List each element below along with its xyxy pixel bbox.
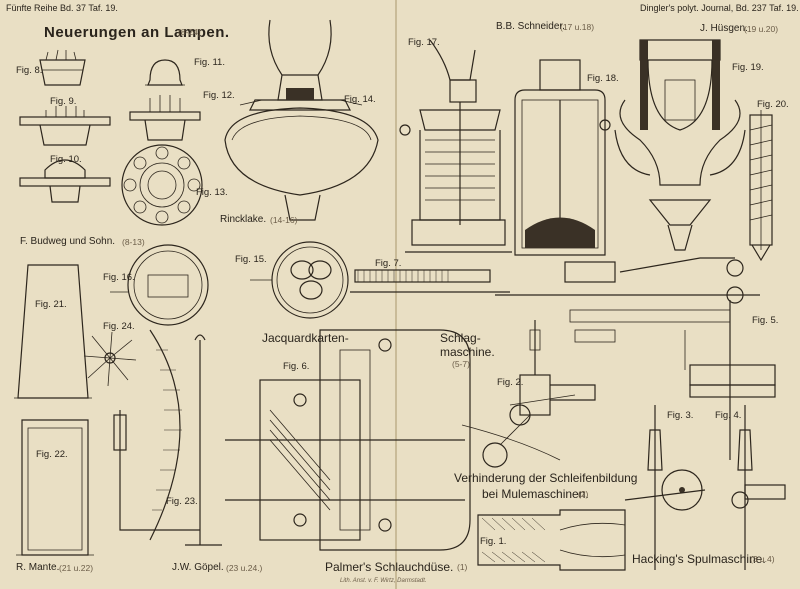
fig22-drawing: [16, 419, 94, 556]
fig21-drawing: [14, 264, 92, 399]
fig7-drawing: [350, 269, 510, 293]
title-schlag-ref: (5-7): [452, 359, 470, 369]
title-schlag-2: maschine.: [440, 345, 495, 359]
name-mante: R. Mante.: [16, 562, 60, 573]
name-rincklake-ref: (14-16): [270, 215, 298, 225]
fig3-drawing: [624, 405, 706, 570]
title-verhinderung-2: bei Mulemaschinen.: [482, 487, 589, 501]
fig9-drawing: [19, 106, 111, 146]
fig4-drawing: [731, 405, 786, 570]
fig-label-10: Fig. 10.: [50, 154, 82, 165]
fig12-drawing: [129, 95, 201, 141]
fig20-drawing: [749, 110, 773, 262]
title-palmer-ref: (1): [457, 562, 468, 572]
fig10-drawing: [19, 159, 111, 203]
imprint: Lith. Anst. v. F. Wirtz, Darmstadt.: [340, 578, 427, 584]
name-budweg: F. Budweg und Sohn.: [20, 236, 116, 247]
title-hacking-ref: (3 u.4): [750, 554, 775, 564]
title-palmer: Palmer's Schlauchdüse.: [325, 560, 454, 574]
fig-label-12: Fig. 12.: [203, 90, 235, 101]
name-budweg-ref: (8-13): [122, 237, 145, 247]
fig8-drawing: [39, 49, 86, 86]
header-left: Fünfte Reihe Bd. 37 Taf. 19.: [6, 3, 118, 13]
fig-label-1: Fig. 1.: [480, 536, 507, 547]
fig16-drawing: [110, 244, 209, 326]
fig-label-21: Fig. 21.: [35, 299, 67, 310]
title-lamps-ref: (8-24): [178, 27, 201, 37]
fig-label-24: Fig. 24.: [103, 321, 135, 332]
name-husgen-ref: (19 u.20): [744, 24, 779, 34]
fig24-drawing: [83, 331, 137, 387]
fig-label-9: Fig. 9.: [50, 96, 77, 107]
title-jacquard: Jacquardkarten-: [262, 331, 349, 345]
fig-label-19: Fig. 19.: [732, 62, 764, 73]
fig1-drawing: [477, 509, 626, 571]
fig-label-5: Fig. 5.: [752, 315, 779, 326]
fig-label-13: Fig. 13.: [196, 187, 228, 198]
fig-label-23: Fig. 23.: [166, 496, 198, 507]
fig-label-22: Fig. 22.: [36, 449, 68, 460]
fig17-drawing: [399, 39, 512, 253]
fig-label-8: Fig. 8.: [16, 65, 43, 76]
fig19-drawing: [614, 39, 746, 251]
fig23-drawing: [113, 329, 222, 546]
title-verhinderung-1: Verhinderung der Schleifenbildung: [454, 471, 638, 485]
fig11-drawing: [145, 59, 185, 86]
fig-label-3: Fig. 3.: [667, 410, 694, 421]
fig-label-15: Fig. 15.: [235, 254, 267, 265]
fig-label-6: Fig. 6.: [283, 361, 310, 372]
fig-label-17: Fig. 17.: [408, 37, 440, 48]
fig2-drawing: [461, 320, 596, 468]
header-right: Dingler's polyt. Journal, Bd. 237 Taf. 1…: [640, 3, 799, 13]
title-hacking: Hacking's Spulmaschine.: [632, 552, 766, 566]
name-mante-ref: (21 u.22): [59, 563, 94, 573]
fig15-drawing: [250, 241, 349, 319]
title-schlag-1: Schlag-: [440, 331, 481, 345]
fig-label-4: Fig. 4.: [715, 410, 742, 421]
title-verhinderung-ref: (2): [578, 489, 589, 499]
name-schneider-ref: (17 u.18): [560, 22, 595, 32]
fig-label-11: Fig. 11.: [194, 57, 225, 68]
fig14-drawing: [224, 19, 379, 221]
name-gopel-ref: (23 u.24.): [226, 563, 263, 573]
title-lamps: Neuerungen an Lampen.: [44, 24, 230, 41]
name-gopel: J.W. Göpel.: [172, 562, 224, 573]
name-rincklake: Rincklake.: [220, 214, 267, 225]
fig18-drawing: [514, 59, 611, 256]
name-schneider: B.B. Schneider.: [496, 21, 565, 32]
fig5-drawing: [495, 257, 776, 460]
fig-label-14: Fig. 14.: [344, 94, 376, 105]
fig-label-20: Fig. 20.: [757, 99, 789, 110]
fig-label-16: Fig. 16.: [103, 272, 135, 283]
fig6-drawing: [225, 329, 471, 551]
fig-label-2: Fig. 2.: [497, 377, 524, 388]
fig13-drawing: [121, 144, 203, 226]
fig-label-18: Fig. 18.: [587, 73, 619, 84]
fig-label-7: Fig. 7.: [375, 258, 402, 269]
name-husgen: J. Hüsgen.: [700, 23, 748, 34]
